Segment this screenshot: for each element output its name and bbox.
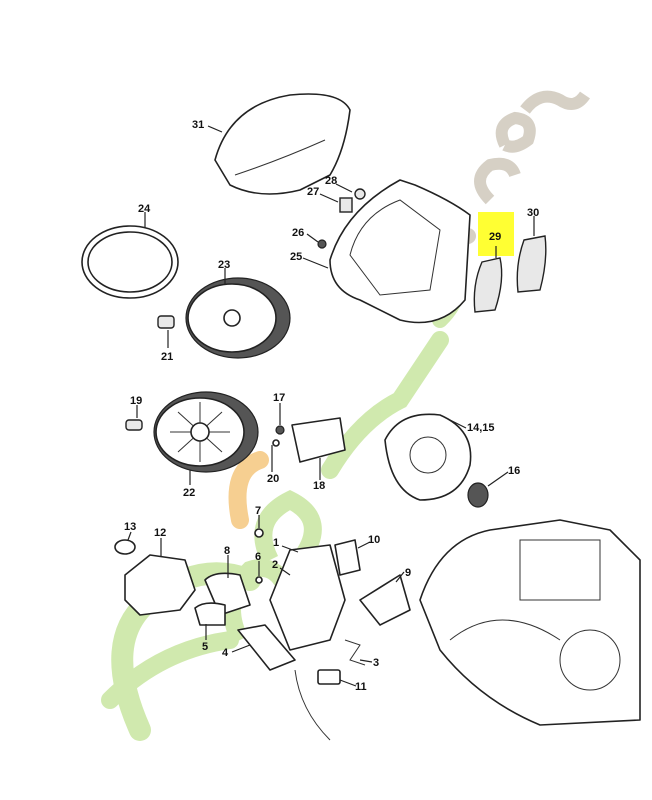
- label-8: 8: [224, 545, 230, 557]
- part-13-grommet[interactable]: [114, 539, 136, 555]
- part-10-plate[interactable]: [334, 539, 361, 576]
- part-30-plate[interactable]: [516, 235, 547, 293]
- label-18: 18: [313, 480, 325, 492]
- label-31: 31: [192, 119, 204, 131]
- label-22: 22: [183, 487, 195, 499]
- part-25-shroud[interactable]: [329, 179, 471, 324]
- part-9-intake-boot[interactable]: [359, 574, 411, 626]
- label-29: 29: [489, 231, 501, 243]
- label-24: 24: [138, 203, 151, 215]
- label-4: 4: [222, 647, 229, 659]
- part-1-manifold[interactable]: [269, 544, 346, 651]
- engine-block: [419, 519, 641, 726]
- label-27: 27: [307, 186, 319, 198]
- label-14-15: 14,15: [467, 422, 495, 434]
- part-21-fastener[interactable]: [157, 315, 175, 329]
- label-23: 23: [218, 259, 230, 271]
- wire: [294, 669, 331, 741]
- part-4-lever[interactable]: [237, 624, 296, 671]
- part-27-sleeve[interactable]: [339, 197, 353, 213]
- label-16: 16: [508, 465, 520, 477]
- part-28-screw[interactable]: [354, 188, 366, 200]
- label-25: 25: [290, 251, 302, 263]
- part-29-plate[interactable]: [473, 257, 503, 313]
- part-19-fastener[interactable]: [125, 419, 143, 431]
- label-19: 19: [130, 395, 142, 407]
- label-7: 7: [255, 505, 261, 517]
- part-7-nut[interactable]: [254, 528, 264, 538]
- part-18-bracket[interactable]: [291, 417, 346, 463]
- part-5-gasket[interactable]: [194, 602, 226, 626]
- label-10: 10: [368, 534, 380, 546]
- label-26: 26: [292, 227, 304, 239]
- part-23-air-filter[interactable]: [185, 277, 291, 359]
- label-5: 5: [202, 641, 208, 653]
- part-31-top-cover[interactable]: [214, 93, 351, 195]
- part-6-washer[interactable]: [255, 576, 263, 584]
- part-20-washer[interactable]: [272, 439, 280, 447]
- part-3-rod[interactable]: [344, 639, 366, 666]
- part-labels: 31 28 27 26 25 24 23 21 29 30 19 17 14,1…: [124, 119, 539, 693]
- label-12: 12: [154, 527, 166, 539]
- label-6: 6: [255, 551, 261, 563]
- label-9: 9: [405, 567, 411, 579]
- label-21: 21: [161, 351, 173, 363]
- label-17: 17: [273, 392, 285, 404]
- part-11-filter[interactable]: [317, 669, 341, 685]
- part-26-nut[interactable]: [317, 239, 327, 249]
- part-24-filter-ring[interactable]: [81, 225, 179, 299]
- part-12-carburetor[interactable]: [124, 554, 196, 616]
- label-1: 1: [273, 537, 279, 549]
- part-22-air-filter[interactable]: [153, 391, 259, 473]
- part-16-seal[interactable]: [467, 482, 489, 508]
- label-20: 20: [267, 473, 279, 485]
- label-13: 13: [124, 521, 136, 533]
- label-28: 28: [325, 175, 337, 187]
- label-11: 11: [355, 681, 367, 693]
- label-30: 30: [527, 207, 539, 219]
- part-17-nut[interactable]: [275, 425, 285, 435]
- label-3: 3: [373, 657, 379, 669]
- label-2: 2: [272, 559, 278, 571]
- leader-lines: [127, 125, 535, 687]
- part-14-15-cylinder-cover[interactable]: [384, 413, 472, 501]
